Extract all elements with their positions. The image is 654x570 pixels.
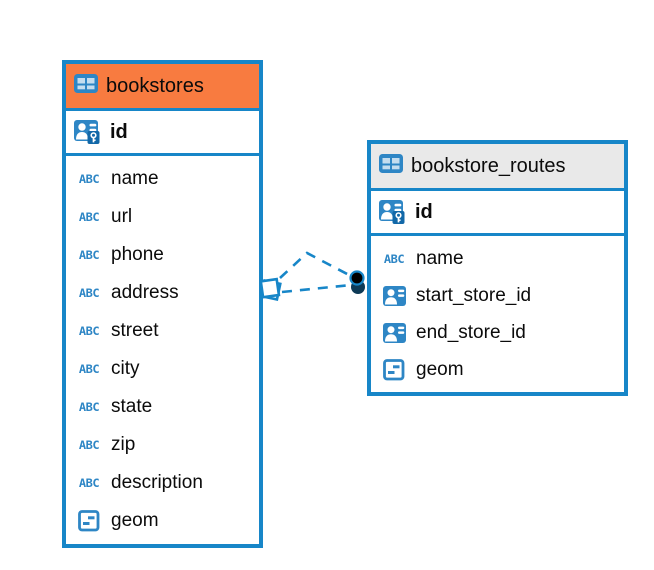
column-name: street (111, 320, 159, 341)
column-row-geom[interactable]: geom (66, 502, 259, 540)
column-row-name[interactable]: ABC name (66, 160, 259, 198)
text-type-icon: ABC (78, 172, 100, 186)
column-name: geom (111, 510, 159, 531)
header-separator (371, 188, 624, 191)
column-row-start-store-id[interactable]: start_store_id (371, 277, 624, 314)
column-row-name[interactable]: ABC name (371, 240, 624, 277)
column-row-phone[interactable]: ABC phone (66, 236, 259, 274)
table-bookstore-routes[interactable]: bookstore_routes id ABC name start_store… (367, 140, 628, 396)
column-row-zip[interactable]: ABC zip (66, 426, 259, 464)
table-title: bookstore_routes (411, 154, 566, 177)
relationship-target-marker[interactable] (349, 270, 366, 295)
column-list: ABC name start_store_id end_store_id ge (371, 236, 624, 392)
text-type-icon: ABC (78, 362, 100, 376)
column-name: url (111, 206, 133, 227)
pk-separator (371, 233, 624, 236)
column-name: address (111, 282, 179, 303)
relationship-line-straight[interactable] (281, 283, 352, 294)
relationship-line-arc[interactable] (279, 251, 352, 279)
text-type-icon: ABC (78, 476, 100, 490)
column-name: state (111, 396, 153, 417)
table-bookstores[interactable]: bookstores id ABC name ABC url ABC phone (62, 60, 263, 548)
column-name: name (111, 168, 159, 189)
header-separator (66, 108, 259, 111)
column-row-description[interactable]: ABC description (66, 464, 259, 502)
column-list: ABC name ABC url ABC phone ABC address A… (66, 156, 259, 544)
table-bookstore-routes-header[interactable]: bookstore_routes (371, 144, 624, 188)
text-type-icon: ABC (78, 400, 100, 414)
text-type-icon: ABC (78, 324, 100, 338)
pk-separator (66, 153, 259, 156)
column-row-id[interactable]: id (66, 111, 259, 153)
column-name: geom (416, 358, 464, 380)
text-type-icon: ABC (78, 286, 100, 300)
column-name: name (416, 247, 464, 269)
column-name: description (111, 472, 203, 493)
text-type-icon: ABC (78, 438, 100, 452)
column-row-id[interactable]: id (371, 191, 624, 233)
text-type-icon: ABC (383, 251, 405, 266)
column-row-state[interactable]: ABC state (66, 388, 259, 426)
column-name: zip (111, 434, 136, 455)
column-name: start_store_id (416, 284, 532, 306)
table-bookstores-header[interactable]: bookstores (66, 64, 259, 108)
text-type-icon: ABC (78, 210, 100, 224)
column-name: end_store_id (416, 321, 526, 343)
column-row-address[interactable]: ABC address (66, 274, 259, 312)
column-row-city[interactable]: ABC city (66, 350, 259, 388)
table-title: bookstores (106, 74, 204, 97)
column-name: id (110, 120, 128, 143)
column-row-end-store-id[interactable]: end_store_id (371, 314, 624, 351)
relationship-source-marker[interactable] (259, 277, 282, 302)
column-name: id (415, 200, 433, 223)
column-row-geom[interactable]: geom (371, 351, 624, 388)
text-type-icon: ABC (78, 248, 100, 262)
column-name: city (111, 358, 140, 379)
column-row-street[interactable]: ABC street (66, 312, 259, 350)
column-name: phone (111, 244, 164, 265)
column-row-url[interactable]: ABC url (66, 198, 259, 236)
